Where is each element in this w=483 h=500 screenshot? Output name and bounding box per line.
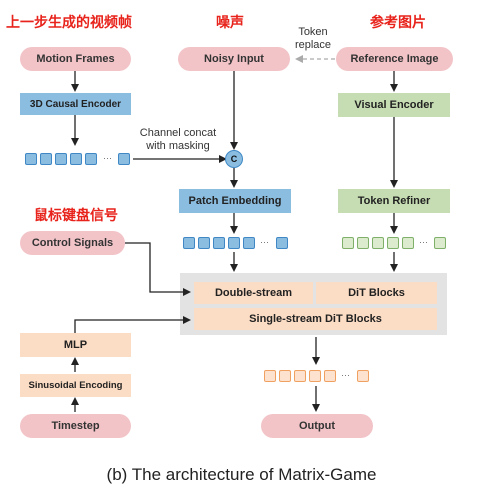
- token: [309, 370, 321, 382]
- annotation-mouse-keyboard: 鼠标键盘信号: [34, 208, 118, 224]
- token: [434, 237, 446, 249]
- token: [243, 237, 255, 249]
- motion-frames-node: Motion Frames: [20, 47, 131, 71]
- token: [213, 237, 225, 249]
- token-replace-line1: Token: [298, 26, 328, 38]
- token: [324, 370, 336, 382]
- token: [55, 153, 67, 165]
- sinusoidal-encoding-node: Sinusoidal Encoding: [20, 374, 131, 397]
- token: [198, 237, 210, 249]
- token: [183, 237, 195, 249]
- token: [342, 237, 354, 249]
- token: [276, 237, 288, 249]
- dit-blocks-block: DiT Blocks: [316, 282, 437, 304]
- channel-concat-line1: Channel concat: [139, 127, 217, 139]
- token: [228, 237, 240, 249]
- token: [279, 370, 291, 382]
- timestep-node: Timestep: [20, 414, 131, 438]
- token-refiner-node: Token Refiner: [338, 189, 450, 213]
- token: [294, 370, 306, 382]
- token: [372, 237, 384, 249]
- token: [118, 153, 130, 165]
- single-stream-block: Single-stream DiT Blocks: [194, 308, 437, 330]
- annotation-prev-frames: 上一步生成的视频帧: [6, 15, 132, 31]
- token: [357, 237, 369, 249]
- token: [25, 153, 37, 165]
- token-ellipsis: ···: [419, 237, 428, 247]
- causal-encoder-node: 3D Causal Encoder: [20, 93, 131, 115]
- control-signals-node: Control Signals: [20, 231, 125, 255]
- token-replace-line2: replace: [294, 39, 332, 51]
- channel-concat-label: Channel concat with masking: [134, 127, 222, 153]
- patch-embedding-node: Patch Embedding: [179, 189, 291, 213]
- double-stream-block: Double-stream: [194, 282, 313, 304]
- reference-image-node: Reference Image: [336, 47, 453, 71]
- output-node: Output: [261, 414, 373, 438]
- token: [40, 153, 52, 165]
- token: [70, 153, 82, 165]
- token-ellipsis: ···: [260, 237, 269, 247]
- token: [85, 153, 97, 165]
- annotation-reference-image: 参考图片: [370, 15, 426, 31]
- annotation-noise: 噪声: [216, 15, 244, 31]
- token: [387, 237, 399, 249]
- channel-concat-line2: with masking: [146, 140, 210, 152]
- token: [357, 370, 369, 382]
- token-ellipsis: ···: [341, 370, 350, 380]
- token-ellipsis: ···: [103, 153, 112, 163]
- token: [402, 237, 414, 249]
- noisy-input-node: Noisy Input: [178, 47, 290, 71]
- visual-encoder-node: Visual Encoder: [338, 93, 450, 117]
- concat-node: C: [225, 150, 243, 168]
- token: [264, 370, 276, 382]
- mlp-node: MLP: [20, 333, 131, 357]
- token-replace-label: Token replace: [288, 26, 338, 52]
- figure-caption: (b) The architecture of Matrix-Game: [106, 465, 377, 484]
